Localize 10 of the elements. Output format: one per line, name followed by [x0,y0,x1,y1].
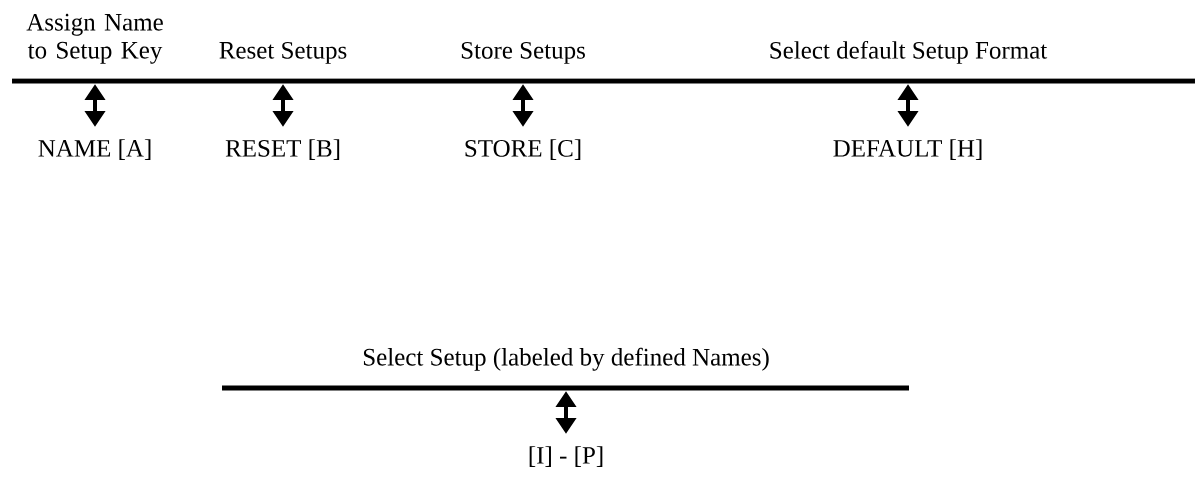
key-label: NAME [A] [38,139,151,160]
key-label: [I] - [P] [529,446,603,467]
key-label: STORE [C] [465,139,581,160]
function-label: Store Setups [461,41,585,64]
function-label: Select Setup (labeled by defined Names) [363,347,769,371]
key-label: DEFAULT [H] [833,139,982,160]
function-label: Reset Setups [219,41,347,64]
function-label: Assign Name to Setup Key [26,13,163,64]
function-label: Select default Setup Format [770,40,1048,64]
key-label: RESET [B] [225,139,340,160]
